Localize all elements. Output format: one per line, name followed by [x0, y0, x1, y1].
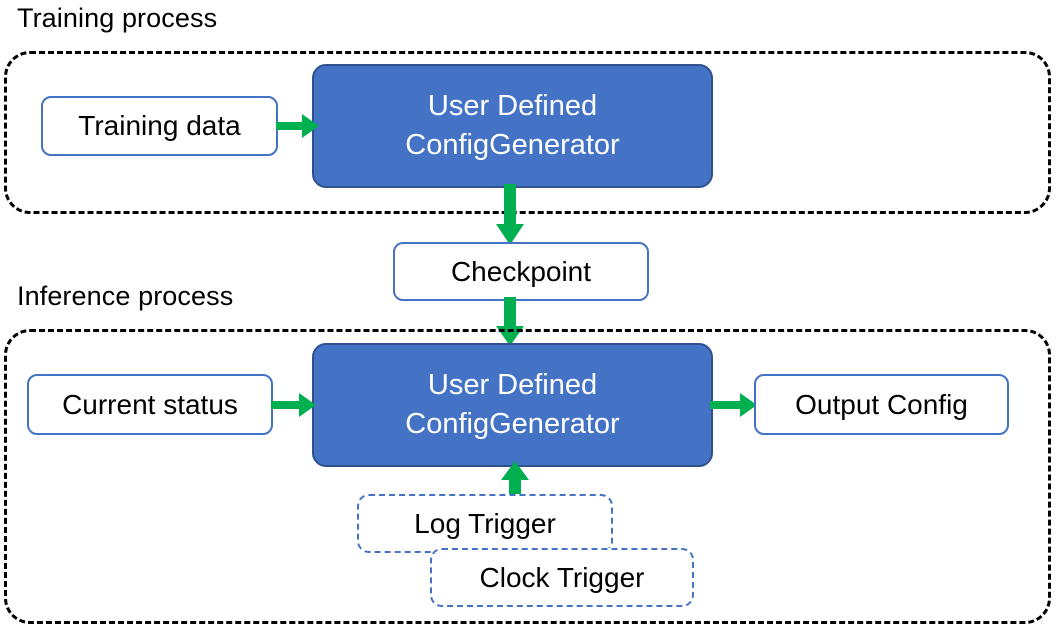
node-training-config-generator[interactable]: User Defined ConfigGenerator	[312, 64, 713, 188]
node-output-config-label: Output Config	[795, 388, 968, 420]
inference-process-container	[4, 329, 1051, 624]
node-checkpoint-label: Checkpoint	[450, 255, 592, 287]
training-process-title: Training process	[17, 3, 218, 33]
node-output-config[interactable]: Output Config	[754, 374, 1009, 435]
training-process-container	[4, 51, 1051, 214]
node-training-config-generator-line2: ConfigGenerator	[405, 129, 620, 161]
node-clock-trigger-label: Clock Trigger	[479, 561, 645, 593]
node-log-trigger-label: Log Trigger	[414, 507, 556, 539]
node-inference-config-generator[interactable]: User Defined ConfigGenerator	[312, 343, 713, 467]
inference-process-title: Inference process	[17, 281, 234, 311]
node-inference-config-generator-line2: ConfigGenerator	[405, 408, 620, 440]
node-training-config-generator-line1: User Defined	[427, 90, 598, 122]
node-log-trigger[interactable]: Log Trigger	[357, 494, 613, 553]
node-checkpoint[interactable]: Checkpoint	[393, 242, 649, 301]
node-current-status-label: Current status	[62, 388, 238, 420]
node-clock-trigger[interactable]: Clock Trigger	[430, 548, 694, 607]
node-inference-config-generator-line1: User Defined	[427, 369, 598, 401]
node-training-data-label: Training data	[78, 110, 241, 141]
node-training-data[interactable]: Training data	[41, 96, 278, 156]
node-current-status[interactable]: Current status	[27, 374, 273, 435]
